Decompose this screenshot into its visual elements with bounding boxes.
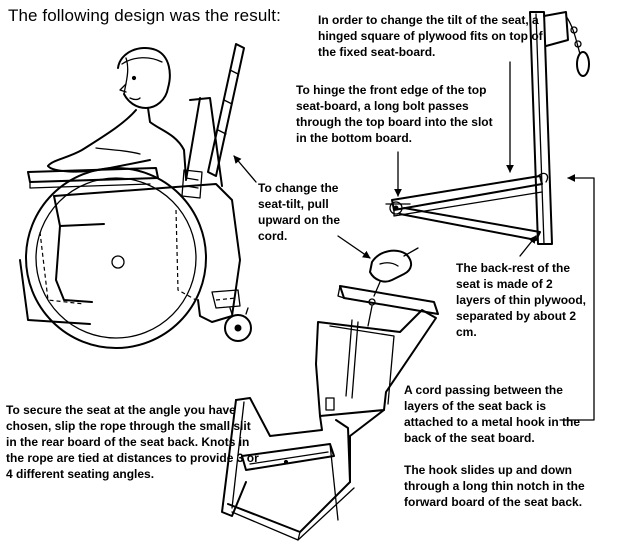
note-back-rest: The back-rest of the seat is made of 2 l… bbox=[456, 261, 587, 339]
note-cord-hook: A cord passing between the layers of the… bbox=[404, 383, 581, 445]
note-hinge: To hinge the front edge of the top seat-… bbox=[296, 83, 493, 145]
note-tilt-change: In order to change the tilt of the seat,… bbox=[318, 13, 543, 59]
child-in-wheelchair-drawing bbox=[19, 43, 252, 349]
figure-title: The following design was the result: bbox=[8, 6, 281, 25]
note-secure-seat: To secure the seat at the angle you have… bbox=[6, 403, 259, 481]
pointer-arrows bbox=[233, 61, 595, 421]
note-hook-slides: The hook slides up and down through a lo… bbox=[404, 463, 585, 509]
seat-side-view-drawing bbox=[385, 11, 590, 245]
note-pull-cord: To change the seat-tilt, pull upward on … bbox=[258, 181, 340, 243]
seat-perspective-drawing bbox=[221, 247, 439, 541]
